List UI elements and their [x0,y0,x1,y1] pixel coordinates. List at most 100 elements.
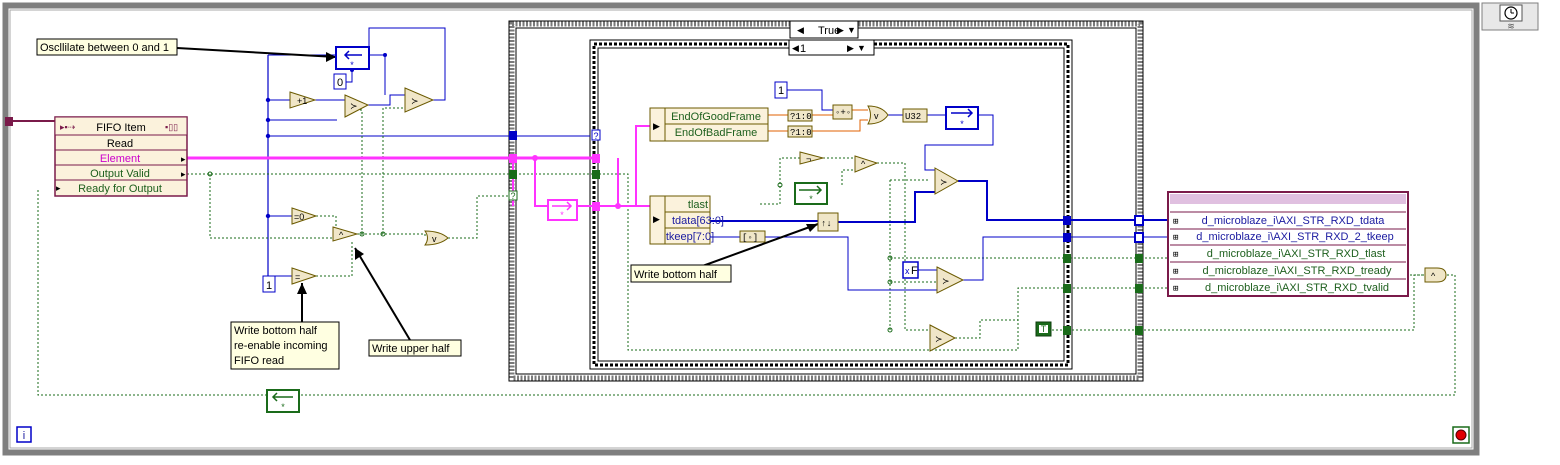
timed-loop-config-node[interactable]: ≋ [1481,2,1539,31]
bundle-item-end-good[interactable]: EndOfGoodFrame [671,111,761,123]
fifo-property-node[interactable]: ▸▪⇢ FIFO Item ▪▯▯ Read Element Output Va… [54,116,188,197]
or-node-1[interactable]: v [424,230,449,246]
axi-unbundle-node[interactable]: ▶ tlast tdata[63:0] tkeep[7:0] [649,195,724,245]
bool-feedback-node[interactable]: * [794,182,828,205]
svg-text:▸: ▸ [181,169,186,179]
bundle-item-end-bad[interactable]: EndOfBadFrame [675,127,758,139]
svg-text:▶: ▶ [653,214,660,224]
or-node-2[interactable]: v [867,105,889,125]
feedback-node-u32[interactable]: * [945,106,979,130]
svg-text:?1:0: ?1:0 [790,128,812,138]
feedback-node-top[interactable]: * [335,46,370,70]
const-true[interactable]: T [1035,321,1052,337]
seq-arrow-down[interactable]: ▼ [857,43,866,53]
select-node-3[interactable]: ≻ [934,167,960,195]
bool-feedback-node-bottom[interactable]: * [266,389,300,413]
comment-write-bottom-half[interactable]: Write bottom half [630,264,732,283]
comment-oscillate[interactable]: Oscllilate between 0 and 1 [36,38,178,56]
shift-node[interactable]: ◦+◦ [832,104,853,120]
cluster-feedback-node[interactable]: * [547,199,578,221]
svg-text:≻: ≻ [940,177,948,187]
const-zero[interactable]: 0 [333,73,347,90]
svg-text:1: 1 [266,280,272,292]
bool-to-int-node-2[interactable]: ?1:0 [787,125,813,138]
bool-to-int-node-1[interactable]: ?1:0 [787,109,813,122]
const-one-left[interactable]: 1 [262,275,276,293]
svg-text:*: * [560,210,564,220]
convert-node-tkeep[interactable]: [◦] [739,230,766,243]
fifo-item-read[interactable]: Read [107,138,133,150]
select-node-1[interactable]: ≻ [344,94,370,118]
case-selector-label: True [818,25,840,37]
seq-arrow-left[interactable]: ◀ [792,43,799,53]
svg-text:v: v [874,111,879,121]
fifo-item-element[interactable]: Element [100,153,140,165]
svg-text:^: ^ [1431,271,1436,281]
svg-text:¬: ¬ [806,154,811,164]
svg-text:=0: =0 [294,212,304,222]
svg-text:≻: ≻ [942,276,950,286]
svg-text:▸: ▸ [181,154,186,164]
equal-node[interactable]: = [291,267,318,285]
equal-zero-node[interactable]: =0 [291,207,318,225]
tunnel-query-2: ? [510,191,515,201]
select-node-4[interactable]: ≻ [936,266,965,294]
svg-text:⊞: ⊞ [1173,267,1178,277]
case-arrow-down[interactable]: ▼ [847,25,856,35]
svg-text:⊞: ⊞ [1173,233,1178,243]
const-one-seq[interactable]: 1 [774,81,788,99]
stop-terminal[interactable] [1452,426,1470,444]
fifo-item-output-valid[interactable]: Output Valid [90,168,150,180]
const-false[interactable]: x F [902,261,919,279]
svg-text:Oscllilate between 0 and 1: Oscllilate between 0 and 1 [40,42,169,54]
svg-text:*: * [350,60,354,70]
axi-io-node[interactable]: ⊞ ⊞ ⊞ ⊞ ⊞ d_microblaze_i\AXI_STR_RXD_tda… [1167,191,1409,297]
comment-write-upper-half[interactable]: Write upper half [368,339,462,357]
stop-button-icon [1455,429,1467,441]
svg-text:?1:0: ?1:0 [790,112,812,122]
svg-text:^: ^ [861,159,866,169]
svg-text:U32: U32 [905,112,921,122]
svg-text:^: ^ [339,230,344,240]
increment-node[interactable]: +1 [289,91,317,109]
io-item-tkeep[interactable]: d_microblaze_i\AXI_STR_RXD_2_tkeep [1196,231,1394,243]
svg-text:▪▯▯: ▪▯▯ [165,122,178,132]
io-item-tlast[interactable]: d_microblaze_i\AXI_STR_RXD_tlast [1207,248,1386,260]
fifo-item-ready-for-output[interactable]: Ready for Output [78,183,162,195]
iteration-terminal[interactable]: i [16,426,32,443]
frame-unbundle-node[interactable]: ▶ EndOfGoodFrame EndOfBadFrame [649,107,769,142]
select-node-5[interactable]: ≻ [929,324,957,352]
svg-text:Write bottom half: Write bottom half [634,269,718,281]
case-selector[interactable]: ◀ True ▶ ▼ [789,20,859,39]
fifo-title: FIFO Item [96,122,146,134]
sequence-frame-selector[interactable]: ◀ 1 ▶ ▼ [788,39,875,56]
and-node-1[interactable]: ^ [332,226,359,242]
seq-arrow-right[interactable]: ▶ [847,43,854,53]
case-arrow-right[interactable]: ▶ [837,25,844,35]
and-node-3[interactable]: ^ [1424,267,1447,283]
svg-text:T: T [1041,324,1047,334]
tunnels [5,117,1144,335]
io-item-tvalid[interactable]: d_microblaze_i\AXI_STR_RXD_tvalid [1205,282,1389,294]
svg-text:◦+◦: ◦+◦ [835,108,851,118]
axi-item-tkeep[interactable]: tkeep[7:0] [666,231,714,243]
and-node-2[interactable]: ^ [854,155,879,173]
svg-text:≻: ≻ [935,334,943,344]
axi-item-tdata[interactable]: tdata[63:0] [672,215,724,227]
io-item-tready[interactable]: d_microblaze_i\AXI_STR_RXD_tready [1203,265,1392,277]
comment-write-bottom-reenable[interactable]: Write bottom half re-enable incoming FIF… [230,321,340,370]
axi-item-tlast[interactable]: tlast [688,199,708,211]
svg-text:Write upper half: Write upper half [372,343,450,355]
io-item-tdata[interactable]: d_microblaze_i\AXI_STR_RXD_tdata [1202,215,1386,227]
svg-text:x: x [905,266,910,276]
convert-u32-node[interactable]: U32 [902,108,928,123]
svg-text:▶: ▶ [653,121,660,131]
split-number-node[interactable]: ↑↓ [817,212,839,232]
case-arrow-left[interactable]: ◀ [797,25,804,35]
svg-text:Write bottom half: Write bottom half [234,325,318,337]
svg-text:⊞: ⊞ [1173,284,1178,294]
svg-text:*: * [960,119,964,129]
not-node[interactable]: ¬ [799,151,825,165]
select-node-2[interactable]: ≻ [404,87,435,113]
